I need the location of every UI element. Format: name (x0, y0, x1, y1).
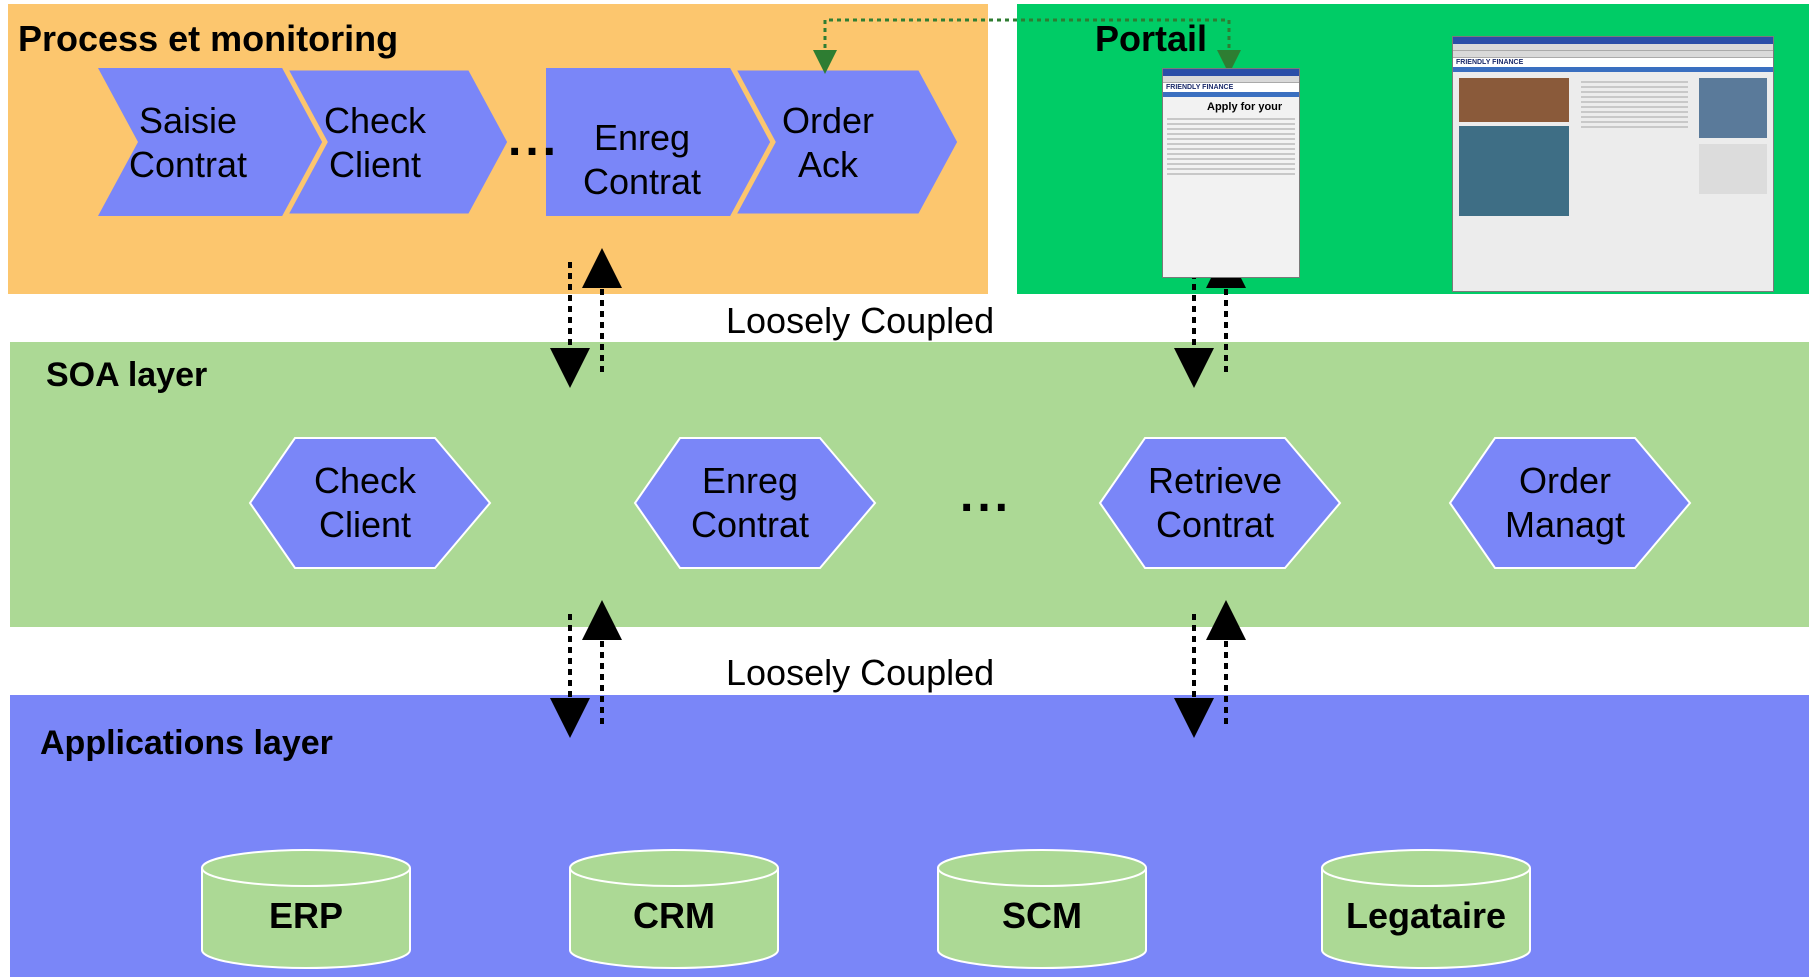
news-line (1581, 91, 1688, 93)
form-line (1167, 168, 1295, 170)
arrows-process-soa (550, 248, 622, 388)
portal-panel-title: Portail (1095, 18, 1208, 59)
window-menu-bar (1163, 76, 1299, 83)
portal-news-column (1577, 78, 1692, 258)
service-label-order-managt: Order Managt (1504, 460, 1626, 545)
soa-ellipsis: ... (960, 469, 1013, 522)
db-label-crm: CRM (633, 895, 715, 936)
news-line (1581, 81, 1688, 83)
form-line (1167, 118, 1295, 120)
process-ellipsis: ... (508, 113, 561, 166)
service-label-check-client: Check Client (313, 460, 417, 545)
form-nav-row (1163, 92, 1299, 97)
portal-form-screenshot: FRIENDLY FINANCE Apply for your (1162, 68, 1300, 278)
arrows-soa-apps-right (1174, 600, 1246, 738)
process-step-label-order-ack: Order Ack (781, 100, 875, 185)
portal-home-screenshot: FRIENDLY FINANCE (1452, 36, 1774, 292)
service-label-retrieve-contrat: Retrieve Contrat (1147, 460, 1283, 545)
process-step-enreg-contrat (546, 68, 773, 216)
process-step-label-saisie-contrat: Saisie Contrat (128, 100, 248, 185)
service-check-client (248, 437, 492, 569)
news-line (1581, 106, 1688, 108)
window-address-bar (1453, 51, 1773, 58)
window-title-bar (1453, 37, 1773, 44)
arrows-soa-apps-left (550, 600, 622, 738)
portal-nav-row (1453, 67, 1773, 72)
news-line (1581, 111, 1688, 113)
news-line (1581, 101, 1688, 103)
form-brand: FRIENDLY FINANCE (1163, 83, 1299, 92)
news-line (1581, 96, 1688, 98)
form-line (1167, 163, 1295, 165)
process-step-check-client (280, 65, 513, 219)
form-line (1167, 143, 1295, 145)
form-heading: Apply for your (1207, 101, 1283, 113)
loosely-coupled-upper: Loosely Coupled (726, 300, 995, 341)
news-line (1581, 86, 1688, 88)
process-step-label-enreg-contrat: Enreg Contrat (582, 117, 702, 202)
process-step-order-ack (728, 65, 963, 219)
portal-side-widget-2 (1699, 144, 1767, 194)
process-step-saisie-contrat (98, 68, 325, 216)
service-order-managt (1448, 437, 1692, 569)
process-step-label-check-client: Check Client (323, 100, 427, 185)
db-label-legataire: Legataire (1345, 895, 1507, 936)
portal-brand: FRIENDLY FINANCE (1453, 58, 1773, 67)
form-line (1167, 123, 1295, 125)
service-label-enreg-contrat: Enreg Contrat (690, 460, 810, 545)
news-line (1581, 126, 1688, 128)
db-label-erp: ERP (268, 895, 344, 936)
soa-layer-title: SOA layer (46, 356, 208, 394)
form-line (1167, 153, 1295, 155)
db-crm-cylinder (569, 849, 779, 969)
service-retrieve-contrat (1098, 437, 1342, 569)
form-line (1167, 173, 1295, 175)
loosely-coupled-lower: Loosely Coupled (726, 652, 995, 693)
form-line (1167, 158, 1295, 160)
process-panel-title: Process et monitoring (18, 18, 399, 59)
portal-link-list (1459, 126, 1569, 216)
db-label-scm: SCM (1002, 895, 1082, 936)
form-line (1167, 128, 1295, 130)
db-erp-cylinder (201, 849, 411, 969)
service-enreg-contrat (633, 437, 877, 569)
form-line (1167, 148, 1295, 150)
news-line (1581, 121, 1688, 123)
db-scm-cylinder (937, 849, 1147, 969)
form-line (1167, 133, 1295, 135)
db-legataire-cylinder (1321, 849, 1531, 969)
news-line (1581, 116, 1688, 118)
form-line (1167, 138, 1295, 140)
window-menu-bar (1453, 44, 1773, 51)
portal-photo (1459, 78, 1569, 122)
portal-content (1453, 72, 1773, 272)
applications-layer-title: Applications layer (40, 724, 333, 762)
portal-side-widget (1699, 78, 1767, 138)
arrows-portal-soa (1174, 248, 1246, 388)
window-title-bar (1163, 69, 1299, 76)
